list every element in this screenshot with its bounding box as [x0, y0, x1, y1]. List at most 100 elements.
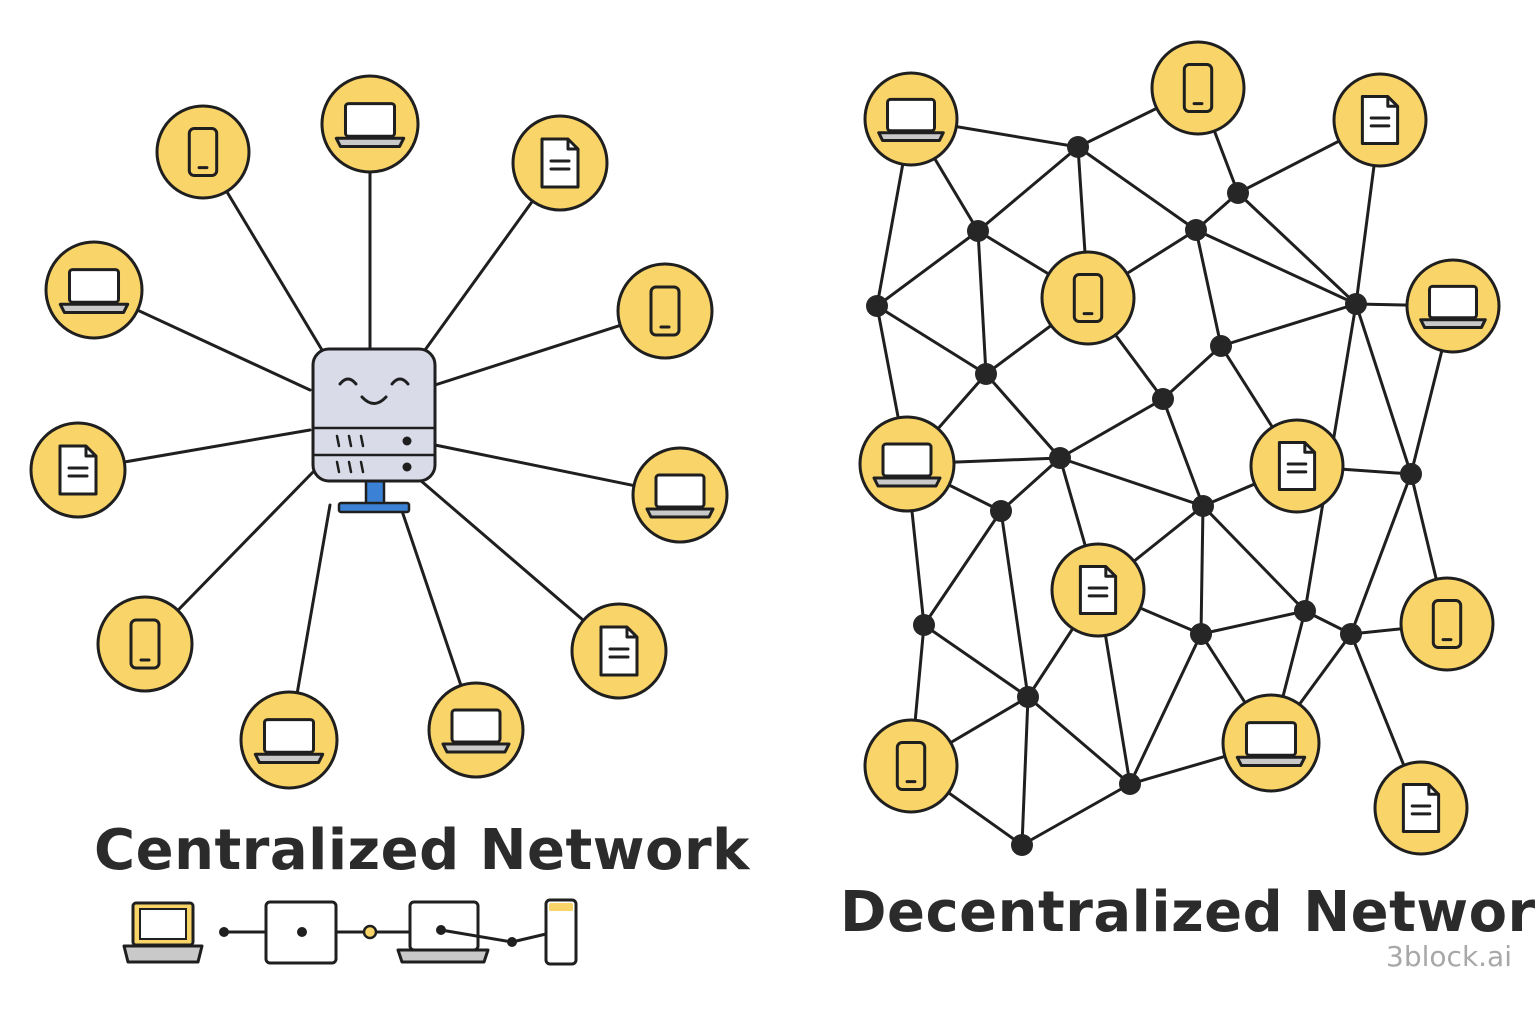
relay-hub-13	[913, 614, 935, 636]
mesh-link-34	[999, 456, 1062, 513]
centralized-device-9	[44, 240, 144, 340]
legend-laptop-icon	[122, 901, 204, 964]
decentralized-device-11	[1373, 760, 1469, 856]
document-icon	[1401, 783, 1441, 833]
mesh-link-65	[1020, 782, 1132, 847]
watermark: 3block.ai	[1386, 940, 1512, 973]
laptop-icon	[1419, 284, 1487, 330]
document-icon	[1360, 95, 1400, 145]
central-server	[311, 347, 437, 514]
legend-relay-box-icon	[219, 900, 410, 965]
mesh-link-62	[1020, 695, 1030, 847]
mesh-link-35	[1058, 456, 1205, 508]
mesh-link-22	[984, 372, 1062, 460]
phone-icon	[1431, 599, 1463, 649]
relay-hub-5	[975, 363, 997, 385]
decentralized-device-9	[863, 718, 959, 814]
mesh-link-24	[1161, 344, 1223, 401]
centralized-device-3	[631, 446, 729, 544]
decentralized-device-6	[1249, 418, 1345, 514]
mesh-link-42	[1199, 504, 1205, 636]
mesh-link-48	[1349, 472, 1413, 636]
decentralized-device-5	[858, 415, 956, 513]
mesh-link-12	[875, 229, 980, 308]
decentralized-device-8	[1399, 576, 1495, 672]
decentralized-device-2	[1332, 72, 1428, 168]
laptop-icon	[1235, 721, 1307, 767]
mesh-link-61	[1026, 695, 1132, 786]
relay-hub-12	[1400, 463, 1422, 485]
centralized-device-5	[427, 681, 525, 779]
phone-icon	[187, 127, 219, 177]
centralized-device-1	[511, 114, 609, 212]
relay-hub-17	[1017, 686, 1039, 708]
mesh-link-17	[1194, 228, 1358, 306]
laptop-icon	[872, 442, 942, 488]
relay-hub-2	[1185, 219, 1207, 241]
relay-hub-16	[1340, 623, 1362, 645]
mesh-link-31	[1161, 397, 1205, 508]
document-icon	[58, 444, 98, 496]
mesh-link-30	[1058, 397, 1165, 460]
legend-strip	[122, 898, 578, 966]
relay-hub-4	[866, 295, 888, 317]
relay-hub-15	[1294, 600, 1316, 622]
mesh-link-40	[922, 509, 1003, 627]
mesh-link-25	[1219, 302, 1358, 348]
phone-icon	[1072, 273, 1104, 323]
laptop-icon	[645, 473, 715, 519]
relay-hub-14	[1190, 623, 1212, 645]
relay-hub-7	[1345, 293, 1367, 315]
decentralized-device-4	[1040, 250, 1136, 346]
centralized-device-8	[29, 421, 127, 519]
relay-hub-1	[967, 220, 989, 242]
phone-icon	[129, 618, 161, 670]
mesh-link-44	[1201, 504, 1307, 613]
mesh-link-28	[1354, 302, 1413, 476]
centralized-device-7	[96, 595, 194, 693]
decentralized-device-7	[1050, 542, 1146, 638]
centralized-device-4	[570, 602, 668, 700]
mesh-link-19	[875, 304, 988, 376]
relay-hub-8	[1152, 388, 1174, 410]
relay-hub-10	[990, 500, 1012, 522]
device-nodes	[29, 40, 1501, 856]
relay-hub-0	[1067, 136, 1089, 158]
mesh-link-7	[976, 145, 1080, 233]
centralized-device-6	[239, 690, 339, 790]
laptop-icon	[334, 102, 406, 148]
mesh-link-51	[1128, 632, 1203, 786]
legend-laptop-icon-2	[396, 900, 547, 964]
relay-hub-6	[1210, 335, 1232, 357]
decentralized-network-title: Decentralized Network	[840, 880, 1536, 945]
mesh-link-41	[999, 509, 1030, 699]
laptop-icon	[58, 268, 130, 314]
relay-hub-3	[1227, 182, 1249, 204]
document-icon	[599, 625, 639, 677]
phone-icon	[1182, 63, 1214, 113]
decentralized-device-0	[863, 71, 959, 167]
laptop-icon	[877, 97, 945, 143]
mesh-link-13	[976, 229, 988, 376]
mesh-link-16	[1194, 228, 1223, 348]
relay-hub-19	[1011, 834, 1033, 856]
document-icon	[540, 137, 580, 189]
centralized-network-title: Centralized Network	[94, 818, 750, 883]
decentralized-device-1	[1150, 40, 1246, 136]
relay-hub-18	[1119, 773, 1141, 795]
mesh-link-58	[922, 623, 1030, 699]
centralized-device-10	[155, 104, 251, 200]
phone-icon	[649, 285, 681, 337]
smiling-server-icon	[311, 347, 437, 514]
decentralized-device-3	[1405, 258, 1501, 354]
relay-hub-11	[1192, 495, 1214, 517]
document-icon	[1078, 565, 1118, 615]
legend-phone-icon	[544, 898, 578, 966]
relay-hub-9	[1049, 447, 1071, 469]
phone-icon	[895, 741, 927, 791]
mesh-link-8	[1076, 145, 1198, 232]
relay-hubs	[866, 136, 1422, 856]
laptop-icon	[441, 708, 511, 754]
document-icon	[1277, 441, 1317, 491]
